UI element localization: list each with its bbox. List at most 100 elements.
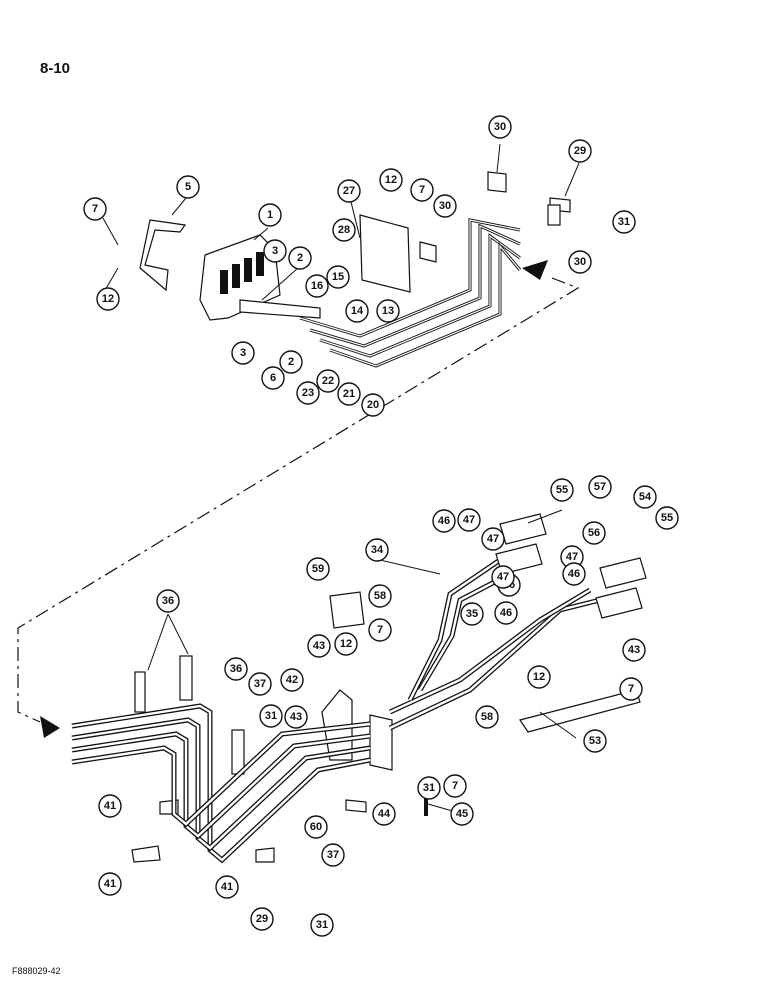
svg-text:31: 31 (316, 919, 328, 931)
svg-text:57: 57 (594, 481, 606, 493)
svg-text:47: 47 (566, 551, 578, 563)
callout-7: 7 (443, 774, 467, 798)
callout-12: 12 (527, 665, 551, 689)
callout-60: 60 (304, 815, 328, 839)
callout-29: 29 (250, 907, 274, 931)
plate-44 (369, 714, 393, 771)
svg-text:2: 2 (288, 356, 294, 368)
svg-text:30: 30 (494, 121, 506, 133)
svg-text:7: 7 (92, 203, 98, 215)
svg-text:3: 3 (240, 347, 246, 359)
coupler-55d (595, 587, 643, 619)
svg-text:60: 60 (310, 821, 322, 833)
svg-text:41: 41 (104, 878, 116, 890)
svg-text:7: 7 (628, 683, 634, 695)
svg-text:37: 37 (254, 678, 266, 690)
callout-47: 47 (560, 545, 584, 569)
callout-16: 16 (305, 274, 329, 298)
svg-text:21: 21 (343, 388, 355, 400)
svg-text:28: 28 (338, 224, 350, 236)
svg-text:34: 34 (371, 544, 384, 556)
svg-text:54: 54 (639, 491, 652, 503)
svg-text:12: 12 (385, 174, 397, 186)
callout-57: 57 (588, 475, 612, 499)
svg-text:27: 27 (343, 185, 355, 197)
arrowhead-upper (522, 260, 548, 280)
svg-text:12: 12 (533, 671, 545, 683)
callout-2: 2 (288, 246, 312, 270)
bar-53 (519, 689, 641, 733)
coupler-55c (599, 557, 647, 589)
svg-text:31: 31 (423, 782, 435, 794)
callout-34: 34 (365, 538, 389, 562)
svg-text:22: 22 (322, 375, 334, 387)
svg-text:42: 42 (286, 674, 298, 686)
callout-13: 13 (376, 299, 400, 323)
callout-6: 6 (261, 366, 285, 390)
svg-text:7: 7 (452, 780, 458, 792)
svg-text:58: 58 (481, 711, 493, 723)
callout-31: 31 (417, 776, 441, 800)
callout-7: 7 (83, 197, 107, 221)
svg-text:58: 58 (374, 590, 386, 602)
svg-text:20: 20 (367, 399, 379, 411)
callout-47: 47 (491, 565, 515, 589)
callout-41: 41 (98, 872, 122, 896)
callout-44: 44 (372, 802, 396, 826)
callout-43: 43 (307, 634, 331, 658)
svg-text:2: 2 (297, 252, 303, 264)
callout-35: 35 (460, 602, 484, 626)
bracket-5 (139, 219, 187, 292)
svg-text:30: 30 (439, 200, 451, 212)
svg-text:7: 7 (419, 184, 425, 196)
leader-lines (102, 143, 580, 813)
callout-12: 12 (96, 287, 120, 311)
callout-7: 7 (410, 178, 434, 202)
lower-hoses (71, 557, 601, 864)
clamp-30 (487, 171, 507, 193)
plate-27 (359, 214, 411, 293)
callout-55: 55 (550, 478, 574, 502)
callout-46: 46 (432, 509, 456, 533)
callout-46: 46 (562, 562, 586, 586)
callout-54: 54 (633, 485, 657, 509)
svg-text:53: 53 (589, 735, 601, 747)
svg-text:56: 56 (588, 527, 600, 539)
callout-56: 56 (582, 521, 606, 545)
svg-text:43: 43 (628, 644, 640, 656)
callout-29: 29 (568, 139, 592, 163)
svg-text:44: 44 (378, 808, 391, 820)
callout-5: 5 (176, 175, 200, 199)
callout-58: 58 (475, 705, 499, 729)
callout-58: 58 (368, 584, 392, 608)
callout-7: 7 (619, 677, 643, 701)
callout-30: 30 (488, 115, 512, 139)
callout-43: 43 (622, 638, 646, 662)
svg-text:6: 6 (270, 372, 276, 384)
svg-text:47: 47 (487, 533, 499, 545)
svg-text:7: 7 (377, 624, 383, 636)
svg-text:43: 43 (313, 640, 325, 652)
callout-23: 23 (296, 381, 320, 405)
lower-hose-assembly (71, 513, 647, 864)
callout-20: 20 (361, 393, 385, 417)
arrowhead-lower (40, 716, 60, 738)
callout-42: 42 (280, 668, 304, 692)
svg-text:29: 29 (574, 145, 586, 157)
figure-code: F888029-42 (12, 966, 61, 976)
svg-text:41: 41 (104, 800, 116, 812)
upper-tubes (299, 218, 522, 368)
svg-text:41: 41 (221, 881, 233, 893)
svg-text:31: 31 (265, 710, 277, 722)
clamp-60 (345, 799, 367, 813)
svg-text:16: 16 (311, 280, 323, 292)
svg-text:23: 23 (302, 387, 314, 399)
callout-22: 22 (316, 369, 340, 393)
clip-30b (547, 204, 561, 226)
connection-line (17, 277, 580, 723)
callout-47: 47 (481, 527, 505, 551)
callout-36: 36 (156, 589, 180, 613)
svg-text:45: 45 (456, 808, 468, 820)
